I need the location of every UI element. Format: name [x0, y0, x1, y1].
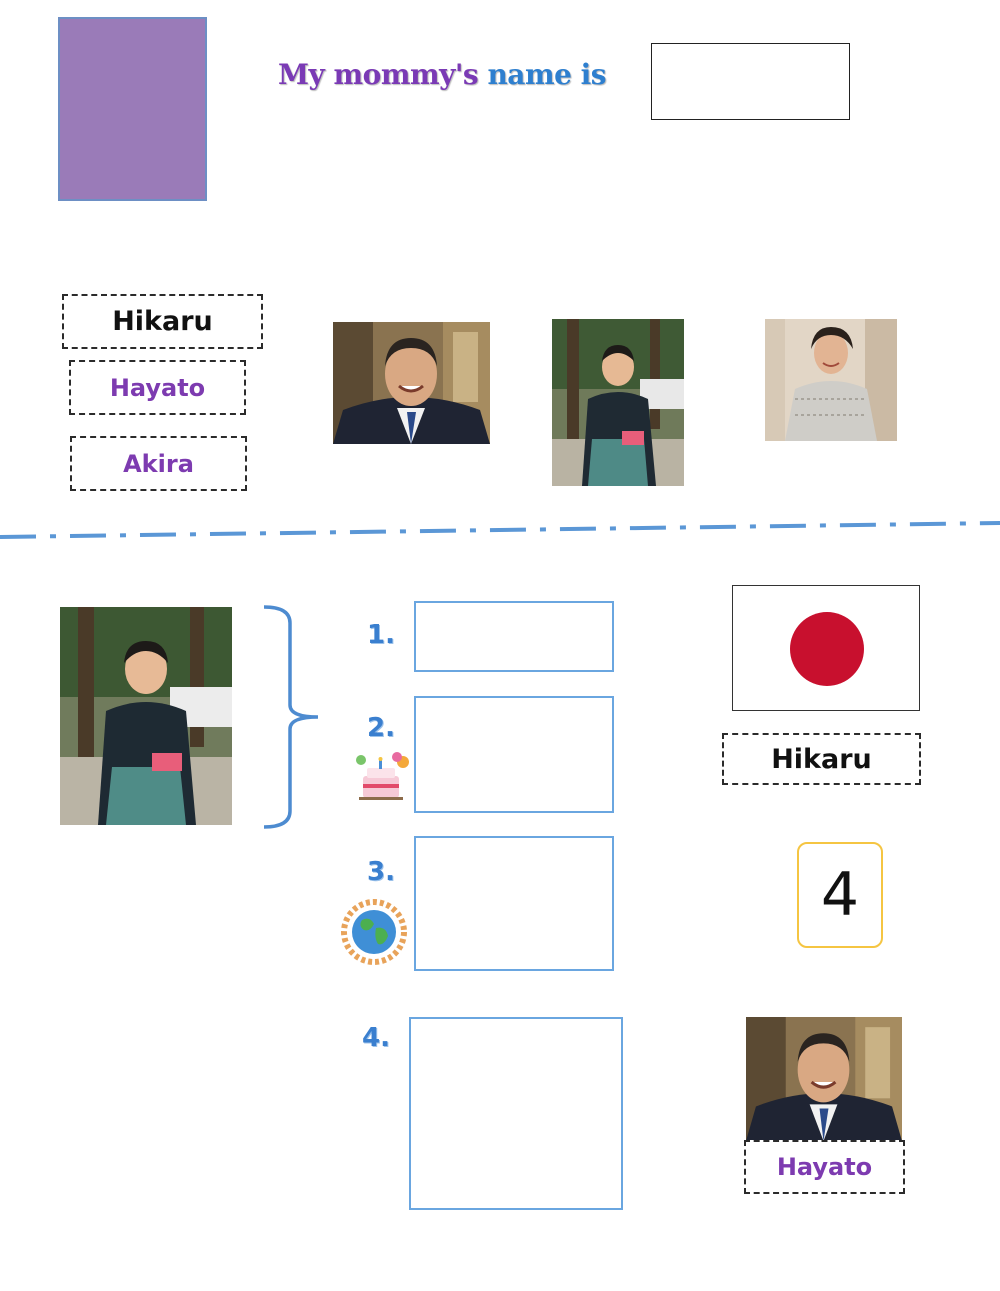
section-divider: [0, 521, 1000, 539]
globe-icon: [341, 899, 407, 965]
name-card-label: Hayato: [109, 373, 206, 402]
name-card-hayato[interactable]: Hayato: [69, 360, 246, 415]
boy-photo[interactable]: [552, 319, 684, 486]
title-part1: My mommy's: [278, 58, 479, 91]
name-card-hikaru[interactable]: Hikaru: [62, 294, 263, 349]
age-value: 4: [820, 860, 860, 930]
name-card-label: Hikaru: [112, 306, 213, 337]
japan-flag-icon: [790, 612, 864, 686]
item-number-1: 1.: [367, 620, 395, 650]
item-number-2: 2.: [367, 713, 395, 743]
mother-name-drop-box[interactable]: [651, 43, 850, 120]
name-card-label: Hayato: [776, 1153, 873, 1181]
answer-drop-box-2[interactable]: [414, 696, 614, 813]
answer-drop-box-4[interactable]: [409, 1017, 623, 1210]
item-number-3: 3.: [367, 857, 395, 887]
item-number-4: 4.: [362, 1023, 390, 1053]
father-photo-option[interactable]: [746, 1017, 902, 1141]
father-photo[interactable]: [333, 322, 490, 444]
birthday-cake-icon: [356, 752, 409, 800]
boy-photo-large: [60, 607, 232, 825]
mother-photo-placeholder: [58, 17, 207, 201]
mother-photo[interactable]: [765, 319, 897, 441]
title-part2: name is: [487, 58, 607, 91]
option-name-card-hayato[interactable]: Hayato: [744, 1140, 905, 1194]
name-card-label: Akira: [123, 449, 194, 478]
answer-drop-box-1[interactable]: [414, 601, 614, 672]
japan-flag-card[interactable]: [732, 585, 920, 711]
name-card-label: Hikaru: [771, 743, 872, 775]
bracket: [263, 605, 319, 829]
age-card[interactable]: 4: [797, 842, 883, 948]
name-card-akira[interactable]: Akira: [70, 436, 247, 491]
option-name-card-hikaru[interactable]: Hikaru: [722, 733, 921, 785]
page-title: My mommy's name is: [278, 58, 607, 91]
answer-drop-box-3[interactable]: [414, 836, 614, 971]
